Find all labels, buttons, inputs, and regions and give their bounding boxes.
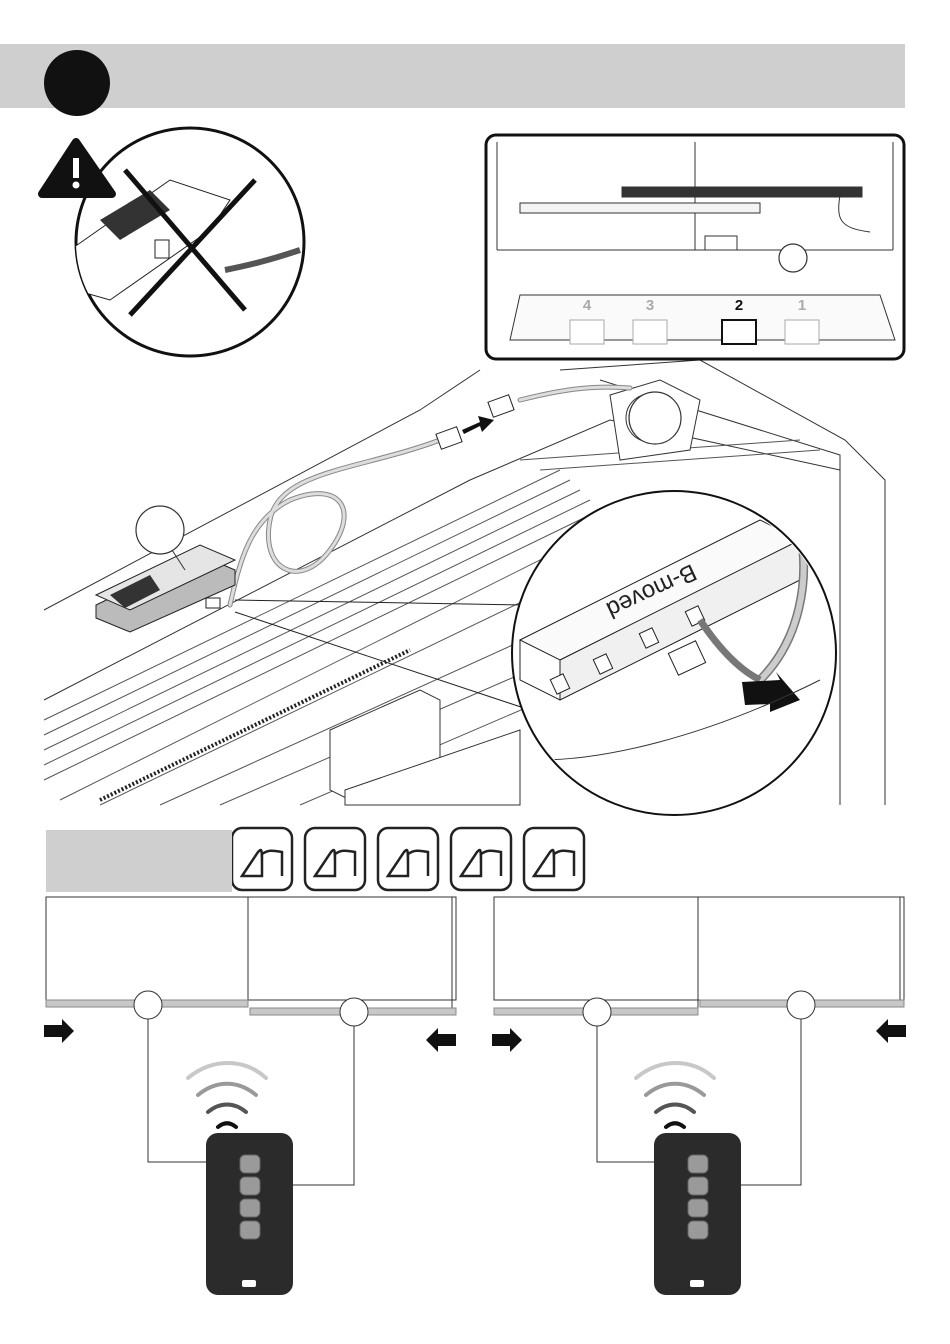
- callout-circle-box: [136, 506, 184, 554]
- arrow-right-icon: [492, 1028, 522, 1052]
- slot-label-2: 2: [735, 297, 743, 314]
- book-icon: [232, 828, 292, 890]
- radio-waves-icon: [636, 1063, 714, 1127]
- manual-icons-row: [232, 828, 584, 890]
- book-icon: [305, 828, 365, 890]
- callout-circle-motor: [629, 392, 681, 444]
- remote-control-right: [636, 1063, 741, 1295]
- slot-label-4: 4: [583, 297, 592, 314]
- remote-control-left: [188, 1063, 293, 1295]
- pairing-section-band: [46, 830, 232, 892]
- radio-waves-icon: [188, 1063, 266, 1127]
- slot-label-1: 1: [798, 297, 806, 314]
- connector-pair: [436, 395, 514, 450]
- arrow-left-icon: [876, 1019, 906, 1043]
- callout-circle-inset: [779, 244, 807, 272]
- control-box: [96, 506, 235, 632]
- book-icon: [451, 828, 511, 890]
- book-icon: [524, 828, 584, 890]
- arrow-right-icon: [44, 1019, 74, 1043]
- slot-label-3: 3: [646, 297, 654, 314]
- arrow-left-icon: [426, 1028, 456, 1052]
- book-icon: [378, 828, 438, 890]
